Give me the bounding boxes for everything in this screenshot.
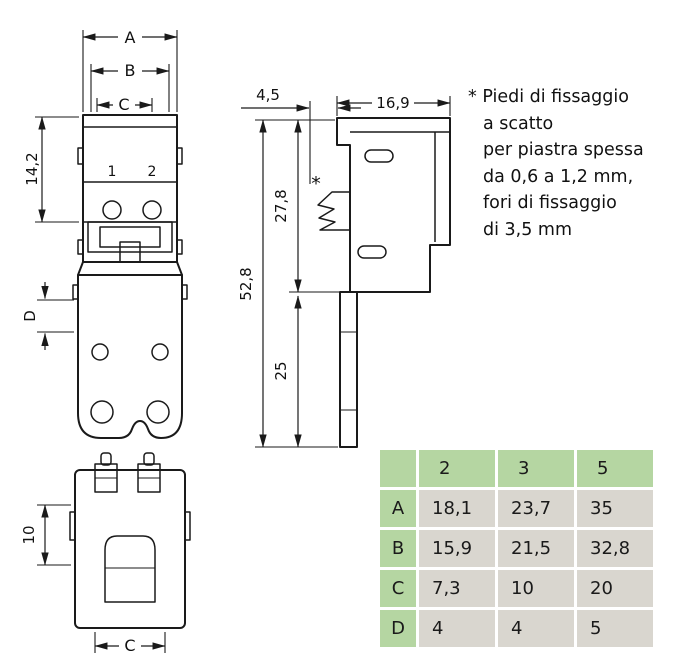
clamp-port-2 — [142, 200, 162, 220]
snap-foot-asterisk: * — [311, 173, 321, 195]
lower-slot — [357, 245, 387, 259]
side-view-drawing: 4,5 16,9 27,8 52,8 25 * — [237, 86, 451, 448]
bottom-view-drawing: 10 C — [20, 452, 191, 655]
front-view-labels: A B C 14,2 D 1 2 — [21, 28, 156, 322]
mounting-plate-outline — [77, 274, 183, 439]
bottom-view-part-outline — [69, 452, 191, 629]
dim-label-10: 10 — [20, 525, 38, 544]
bottom-view-dimension-lines — [37, 504, 166, 653]
side-view-labels: 4,5 16,9 27,8 52,8 25 * — [237, 86, 414, 381]
table-value-cell: 7,3 — [419, 570, 495, 607]
side-view-part-outline — [317, 117, 451, 448]
table-col-header-2: 2 — [419, 450, 495, 487]
lower-strip — [339, 291, 358, 448]
fixing-hole-small-right — [151, 343, 169, 361]
front-view-part-outline — [72, 114, 188, 439]
table-row-label-a: A — [380, 490, 416, 527]
pole-2-label: 2 — [148, 164, 157, 180]
table-value-cell: 21,5 — [498, 530, 574, 567]
bottom-view-labels: 10 C — [20, 525, 141, 655]
table-value-cell: 15,9 — [419, 530, 495, 567]
dim-label-c: C — [118, 95, 129, 114]
table-corner-cell — [380, 450, 416, 487]
note-line-4: da 0,6 a 1,2 mm, — [483, 166, 634, 187]
upper-slot — [364, 149, 394, 163]
dim-label-4-5: 4,5 — [256, 86, 280, 104]
snap-fixing-foot — [317, 191, 350, 231]
clamp-port-1 — [102, 200, 122, 220]
front-view-dimension-lines — [35, 30, 178, 350]
lever-outline — [87, 221, 173, 253]
note-line-2: a scatto — [483, 113, 554, 134]
fixing-hole-large-left — [90, 400, 114, 424]
dim-label-16-9: 16,9 — [376, 94, 409, 112]
note-line-3: per piastra spessa — [483, 140, 644, 160]
table-col-header-5: 5 — [577, 450, 653, 487]
table-value-cell: 35 — [577, 490, 653, 527]
side-view-dimension-lines — [241, 96, 451, 448]
front-view-drawing: A B C 14,2 D 1 2 — [21, 28, 188, 439]
table-value-cell: 10 — [498, 570, 574, 607]
dim-label-b: B — [125, 61, 136, 80]
pin-1 — [100, 452, 112, 466]
pole-1-label: 1 — [108, 164, 117, 180]
table-value-cell: 20 — [577, 570, 653, 607]
table-col-header-3: 3 — [498, 450, 574, 487]
table-row-label-b: B — [380, 530, 416, 567]
dim-label-14-2: 14,2 — [23, 152, 41, 185]
table-value-cell: 4 — [419, 610, 495, 647]
fixing-hole-large-right — [146, 400, 170, 424]
table-row-label-c: C — [380, 570, 416, 607]
note-line-6: di 3,5 mm — [483, 219, 573, 240]
fixing-hole-small-left — [91, 343, 109, 361]
mounting-note: * Piedi di fissaggio a scatto per piastr… — [468, 84, 697, 243]
note-line-5: fori di fissaggio — [483, 193, 617, 213]
dim-label-25: 25 — [272, 361, 290, 380]
table-value-cell: 5 — [577, 610, 653, 647]
dim-label-52-8: 52,8 — [237, 267, 255, 300]
note-line-1: * Piedi di fissaggio — [468, 87, 629, 107]
table-value-cell: 23,7 — [498, 490, 574, 527]
table-value-cell: 4 — [498, 610, 574, 647]
table-value-cell: 32,8 — [577, 530, 653, 567]
side-latch-right — [176, 147, 183, 165]
table-value-cell: 18,1 — [419, 490, 495, 527]
dim-label-27-8: 27,8 — [272, 189, 290, 222]
dim-label-d: D — [21, 310, 39, 322]
inner-arch-cutout — [104, 535, 156, 603]
dim-label-a: A — [125, 28, 136, 47]
side-latch-left — [77, 147, 84, 165]
dim-label-c-bottom: C — [124, 636, 135, 655]
table-row-label-d: D — [380, 610, 416, 647]
dimension-table: 2 3 5 A 18,1 23,7 35 B 15,9 21,5 32,8 C … — [380, 450, 653, 647]
pin-2 — [143, 452, 155, 466]
